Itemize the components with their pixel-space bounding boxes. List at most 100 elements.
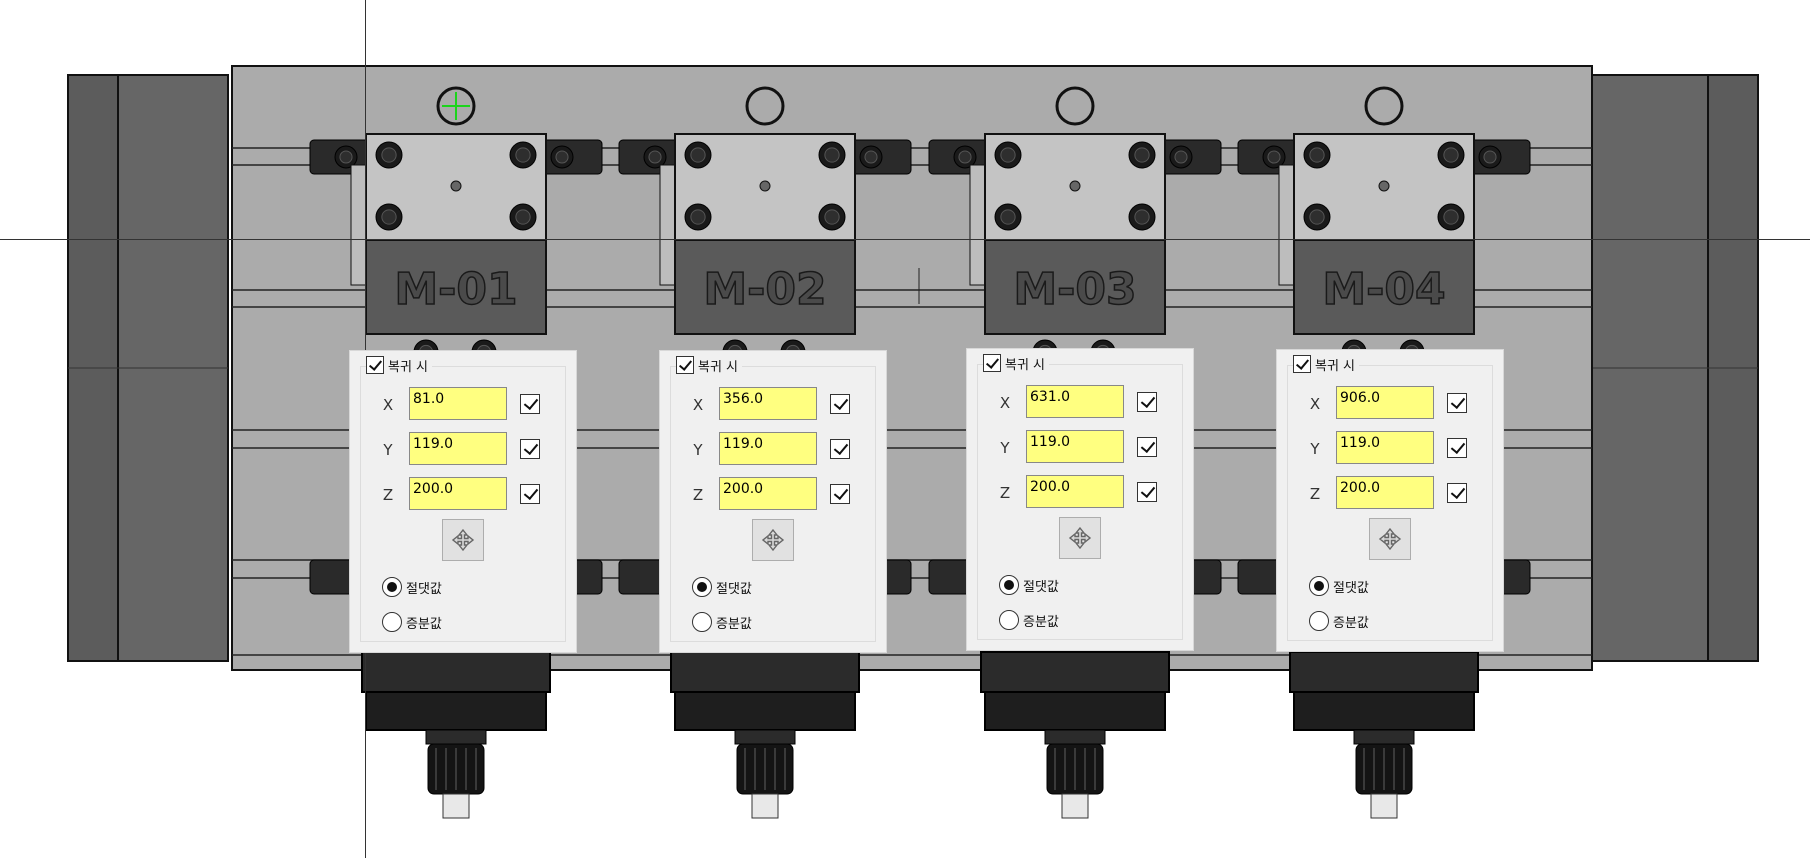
incremental-option[interactable]: 증분값 xyxy=(382,610,442,634)
z-row: Z 200.0 xyxy=(350,477,578,513)
absolute-radio[interactable] xyxy=(382,577,402,597)
actuator-body xyxy=(361,651,551,693)
incremental-radio[interactable] xyxy=(382,612,402,632)
connector-neck xyxy=(1044,729,1106,745)
x-value-input[interactable]: 356.0 xyxy=(719,387,817,420)
bolt-socket xyxy=(1134,209,1150,225)
incremental-radio[interactable] xyxy=(1309,611,1329,631)
return-checkbox-row[interactable]: 복귀 시 xyxy=(676,355,743,375)
x-axis-label: X xyxy=(999,394,1011,412)
return-checkbox[interactable] xyxy=(366,356,384,374)
absolute-option[interactable]: 절댓값 xyxy=(382,575,442,599)
move-button[interactable] xyxy=(442,519,484,561)
y-axis-label: Y xyxy=(693,441,703,459)
label-block xyxy=(365,239,547,335)
bolt-socket xyxy=(1174,150,1188,164)
return-label: 복귀 시 xyxy=(1315,358,1356,374)
z-value-input[interactable]: 200.0 xyxy=(1026,475,1124,508)
z-value-input[interactable]: 200.0 xyxy=(719,477,817,510)
return-checkbox[interactable] xyxy=(983,354,1001,372)
y-axis-label: Y xyxy=(383,441,393,459)
connector-neck xyxy=(1353,729,1415,745)
x-enable-checkbox[interactable] xyxy=(830,394,850,414)
bolt-socket xyxy=(958,150,972,164)
incremental-label: 증분값 xyxy=(716,616,752,632)
locating-hole xyxy=(1364,86,1404,126)
x-value-input[interactable]: 81.0 xyxy=(409,387,507,420)
label-block xyxy=(674,239,856,335)
y-enable-checkbox[interactable] xyxy=(1137,437,1157,457)
incremental-option[interactable]: 증분값 xyxy=(1309,609,1369,633)
z-value-input[interactable]: 200.0 xyxy=(409,477,507,510)
z-enable-checkbox[interactable] xyxy=(1137,482,1157,502)
x-value-input[interactable]: 906.0 xyxy=(1336,386,1434,419)
absolute-radio[interactable] xyxy=(999,575,1019,595)
y-enable-checkbox[interactable] xyxy=(1447,438,1467,458)
move-button[interactable] xyxy=(1059,517,1101,559)
bolt-socket xyxy=(1483,150,1497,164)
x-enable-checkbox[interactable] xyxy=(520,394,540,414)
bolt-socket xyxy=(381,147,397,163)
return-checkbox-row[interactable]: 복귀 시 xyxy=(983,353,1050,373)
return-settings-panel-3: 복귀 시 X 631.0 Y 119.0 Z 200.0 절댓값 xyxy=(966,348,1194,651)
bolt-socket xyxy=(864,150,878,164)
absolute-radio[interactable] xyxy=(1309,576,1329,596)
y-value-input[interactable]: 119.0 xyxy=(409,432,507,465)
return-checkbox[interactable] xyxy=(1293,355,1311,373)
x-value-input[interactable]: 631.0 xyxy=(1026,385,1124,418)
z-value-input[interactable]: 200.0 xyxy=(1336,476,1434,509)
group-frame xyxy=(1287,365,1493,641)
bolt-socket xyxy=(515,147,531,163)
module-label: M-02 xyxy=(703,264,826,315)
x-row: X 631.0 xyxy=(967,385,1195,421)
x-row: X 906.0 xyxy=(1277,386,1505,422)
absolute-option[interactable]: 절댓값 xyxy=(999,573,1059,597)
move-arrows-icon xyxy=(1378,527,1402,551)
y-row: Y 119.0 xyxy=(350,432,578,468)
right-side-plate xyxy=(1591,74,1759,662)
group-frame xyxy=(977,364,1183,640)
move-button[interactable] xyxy=(752,519,794,561)
absolute-radio[interactable] xyxy=(692,577,712,597)
crosshair-horizontal xyxy=(0,239,1810,240)
side-bracket xyxy=(659,164,676,286)
y-value-input[interactable]: 119.0 xyxy=(719,432,817,465)
incremental-option[interactable]: 증분값 xyxy=(692,610,752,634)
z-enable-checkbox[interactable] xyxy=(520,484,540,504)
x-axis-label: X xyxy=(1309,395,1321,413)
z-enable-checkbox[interactable] xyxy=(1447,483,1467,503)
label-block xyxy=(1293,239,1475,335)
z-enable-checkbox[interactable] xyxy=(830,484,850,504)
y-enable-checkbox[interactable] xyxy=(520,439,540,459)
absolute-label: 절댓값 xyxy=(716,581,752,597)
actuator-body xyxy=(1289,651,1479,693)
bolt-socket xyxy=(1000,147,1016,163)
z-axis-label: Z xyxy=(692,486,704,504)
return-label: 복귀 시 xyxy=(698,359,739,375)
return-checkbox-row[interactable]: 복귀 시 xyxy=(1293,354,1360,374)
incremental-option[interactable]: 증분값 xyxy=(999,608,1059,632)
move-arrows-icon xyxy=(451,528,475,552)
z-row: Z 200.0 xyxy=(967,475,1195,511)
y-value-input[interactable]: 119.0 xyxy=(1026,430,1124,463)
move-button[interactable] xyxy=(1369,518,1411,560)
x-enable-checkbox[interactable] xyxy=(1447,393,1467,413)
x-enable-checkbox[interactable] xyxy=(1137,392,1157,412)
module-1: M-01 xyxy=(309,86,603,819)
absolute-option[interactable]: 절댓값 xyxy=(1309,574,1369,598)
incremental-radio[interactable] xyxy=(999,610,1019,630)
absolute-label: 절댓값 xyxy=(406,581,442,597)
y-value-input[interactable]: 119.0 xyxy=(1336,431,1434,464)
bolt-socket xyxy=(339,150,353,164)
absolute-option[interactable]: 절댓값 xyxy=(692,575,752,599)
return-checkbox[interactable] xyxy=(676,356,694,374)
move-arrows-icon xyxy=(1068,526,1092,550)
return-checkbox-row[interactable]: 복귀 시 xyxy=(366,355,433,375)
actuator-body xyxy=(980,651,1170,693)
y-enable-checkbox[interactable] xyxy=(830,439,850,459)
y-row: Y 119.0 xyxy=(1277,431,1505,467)
locating-hole xyxy=(1055,86,1095,126)
incremental-radio[interactable] xyxy=(692,612,712,632)
